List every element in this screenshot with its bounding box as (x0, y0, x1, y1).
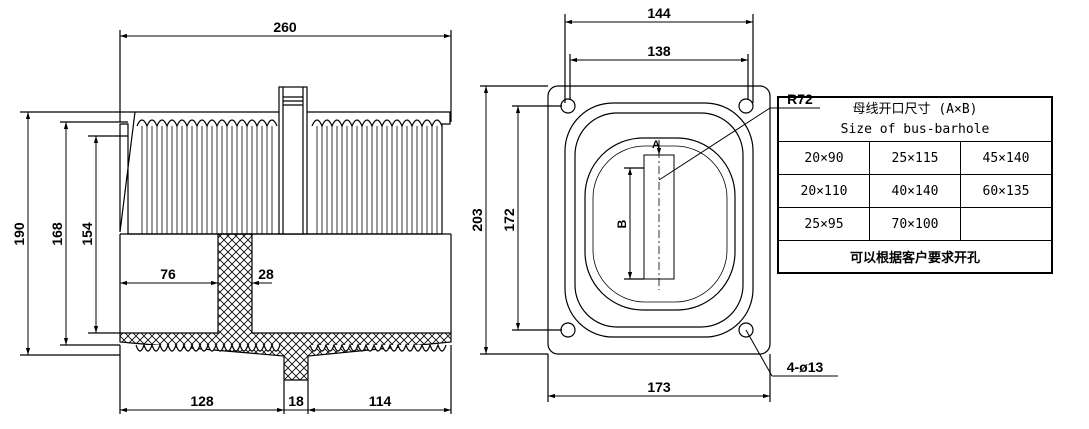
dim-bottom-mid: 18 (288, 393, 304, 409)
table-row: 20×110 40×140 60×135 (779, 175, 1051, 208)
table-footer: 可以根据客户要求开孔 (849, 251, 980, 266)
dim-radius: R72 (787, 91, 813, 107)
front-view (20, 30, 452, 414)
dim-height-mid: 168 (49, 222, 65, 246)
dim-inner-left: 76 (160, 266, 176, 282)
table-cell (961, 208, 1051, 240)
dim-side-height: 203 (469, 208, 485, 232)
table-cell: 70×100 (870, 208, 961, 240)
table-cell: 25×115 (870, 142, 961, 174)
table-header: 母线开口尺寸 (A×B) Size of bus-barhole (779, 98, 1051, 142)
dim-wall: 28 (258, 266, 274, 282)
dim-height-outer: 190 (11, 222, 27, 246)
bus-barhole-size-table: 母线开口尺寸 (A×B) Size of bus-barhole 20×90 2… (777, 96, 1053, 274)
dim-holes: 4-ø13 (787, 359, 824, 375)
label-b: B (615, 219, 629, 228)
table-cell: 60×135 (982, 183, 1030, 199)
dim-hole-spacing: 172 (501, 208, 517, 232)
dim-height-inner: 154 (79, 222, 95, 246)
table-title-cn: 母线开口尺寸 (A×B) (852, 102, 978, 117)
dim-bottom-right: 114 (369, 393, 392, 409)
dim-bottom-left: 128 (190, 393, 214, 409)
dim-overall-width: 260 (273, 19, 297, 35)
label-a: A (652, 139, 660, 151)
dim-bottom-width: 173 (647, 379, 671, 395)
table-row: 20×90 25×115 45×140 (779, 142, 1051, 175)
table-cell: 45×140 (982, 150, 1030, 166)
table-title-en: Size of bus-barhole (840, 122, 990, 137)
table-cell: 25×95 (779, 208, 870, 240)
dim-top-outer: 144 (647, 5, 671, 21)
table-cell: 40×140 (870, 175, 961, 207)
dim-top-inner: 138 (647, 43, 671, 59)
table-row: 25×95 70×100 (779, 208, 1051, 241)
table-cell: 20×90 (779, 142, 870, 174)
table-cell: 20×110 (779, 175, 870, 207)
side-view (480, 14, 771, 402)
